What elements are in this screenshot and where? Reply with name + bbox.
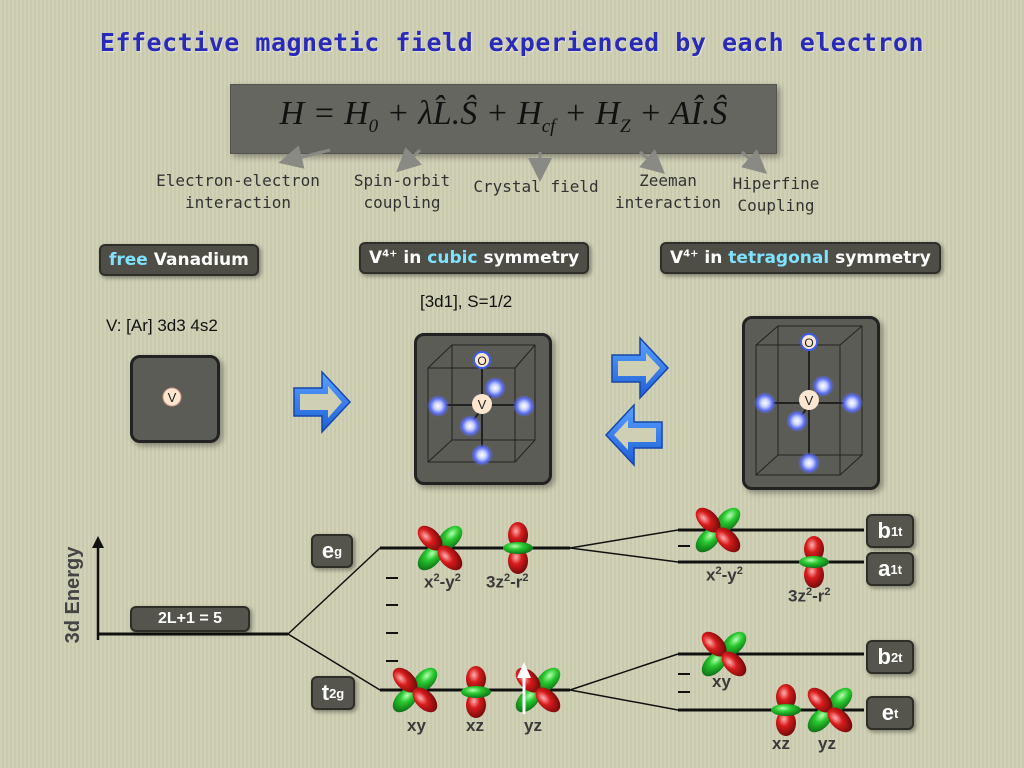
tetragonal-symmetry-badge: V4+ in tetragonal symmetry (660, 242, 941, 274)
cubic-config: [3d1], S=1/2 (420, 292, 513, 311)
tick-marks (386, 545, 690, 693)
term-electron-electron: Electron-electron interaction (156, 171, 320, 212)
cubic-o-symbol: O (477, 354, 486, 368)
label-xy-tetragonal: xy (712, 672, 731, 691)
label-yz-tetragonal: yz (818, 734, 836, 753)
arrow-zeeman (639, 149, 666, 174)
hamiltonian-box: H = H0 + λL̂.Ŝ + Hcf + HZ + AÎ.Ŝ (230, 84, 777, 154)
tetragonal-v-symbol: V (805, 393, 814, 408)
term-spin-orbit: Spin-orbit coupling (353, 171, 451, 212)
cubic-ligands: O V (427, 351, 535, 466)
label-xz-tetragonal: xz (772, 734, 790, 753)
cubic-v-symbol: V (478, 397, 487, 412)
spin-up-arrow (517, 662, 531, 714)
label-xz-cubic: xz (466, 716, 484, 735)
free-config: V: [Ar] 3d3 4s2 (106, 316, 218, 335)
arrow-spin-orbit (396, 147, 422, 173)
orbital-xz-cubic (461, 666, 491, 718)
label-z2-tetragonal: 3z2-r2 (788, 586, 831, 606)
page-title: Effective magnetic field experienced by … (99, 28, 925, 57)
hamiltonian-equation: H = H0 + λL̂.Ŝ + Hcf + HZ + AÎ.Ŝ (279, 95, 728, 137)
energy-axis-label: 3d Energy (62, 546, 84, 644)
label-z2-cubic: 3z2-r2 (486, 572, 529, 592)
free-vanadium-atom: V (162, 387, 182, 407)
energy-axis (92, 536, 104, 640)
label-x2y2-tetragonal: x2-y2 (706, 565, 743, 585)
free-v-symbol: V (168, 390, 177, 405)
term-crystal-field: Crystal field (473, 177, 599, 196)
cubic-symmetry-badge: V4+ in cubic symmetry (359, 242, 590, 274)
free-level-label: 2L+1 = 5 (130, 606, 250, 632)
term-zeeman: Zeeman interaction (615, 171, 721, 212)
free-vanadium-badge: free Vanadium (99, 244, 259, 276)
label-x2y2-cubic: x2-y2 (424, 572, 461, 592)
arrow-electron (278, 145, 331, 169)
orbital-xz-tetragonal (771, 684, 801, 736)
tetragonal-o-symbol: O (804, 336, 813, 350)
term-arrows (278, 145, 768, 182)
orbital-z2-cubic (503, 522, 533, 574)
label-yz-cubic: yz (524, 716, 542, 735)
label-xy-cubic: xy (407, 716, 426, 735)
term-hyperfine: Hiperfine Coupling (732, 174, 820, 215)
arrow-hyperfine (741, 149, 768, 174)
orbital-z2-tetragonal (799, 536, 829, 588)
tetragonal-ligands: O V (754, 333, 863, 474)
